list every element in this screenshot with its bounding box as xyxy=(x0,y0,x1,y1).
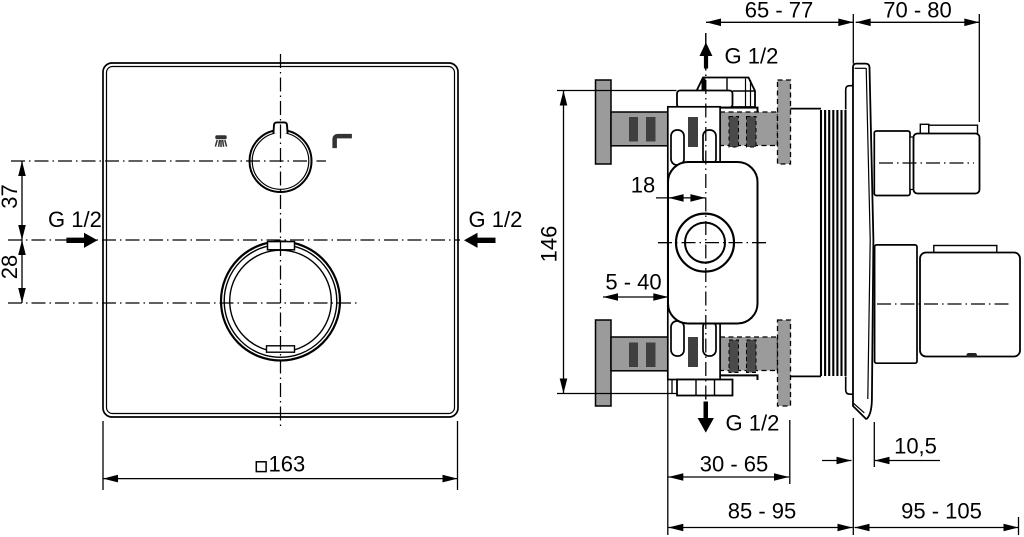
svg-text:18: 18 xyxy=(631,173,655,198)
svg-text:5 - 40: 5 - 40 xyxy=(605,270,661,295)
svg-text:30 - 65: 30 - 65 xyxy=(700,452,769,477)
svg-text:G 1/2: G 1/2 xyxy=(726,411,780,436)
svg-text:G 1/2: G 1/2 xyxy=(469,207,523,232)
svg-text:28: 28 xyxy=(0,255,22,279)
svg-text:G 1/2: G 1/2 xyxy=(725,44,779,69)
svg-text:146: 146 xyxy=(537,226,562,263)
svg-text:65 - 77: 65 - 77 xyxy=(745,0,814,23)
svg-text:163: 163 xyxy=(269,452,306,477)
svg-text:37: 37 xyxy=(0,184,22,208)
svg-text:70 - 80: 70 - 80 xyxy=(883,0,952,23)
svg-text:95 - 105: 95 - 105 xyxy=(901,499,982,524)
svg-text:85 - 95: 85 - 95 xyxy=(728,499,797,524)
svg-text:G 1/2: G 1/2 xyxy=(48,207,102,232)
svg-text:10,5: 10,5 xyxy=(894,434,937,459)
